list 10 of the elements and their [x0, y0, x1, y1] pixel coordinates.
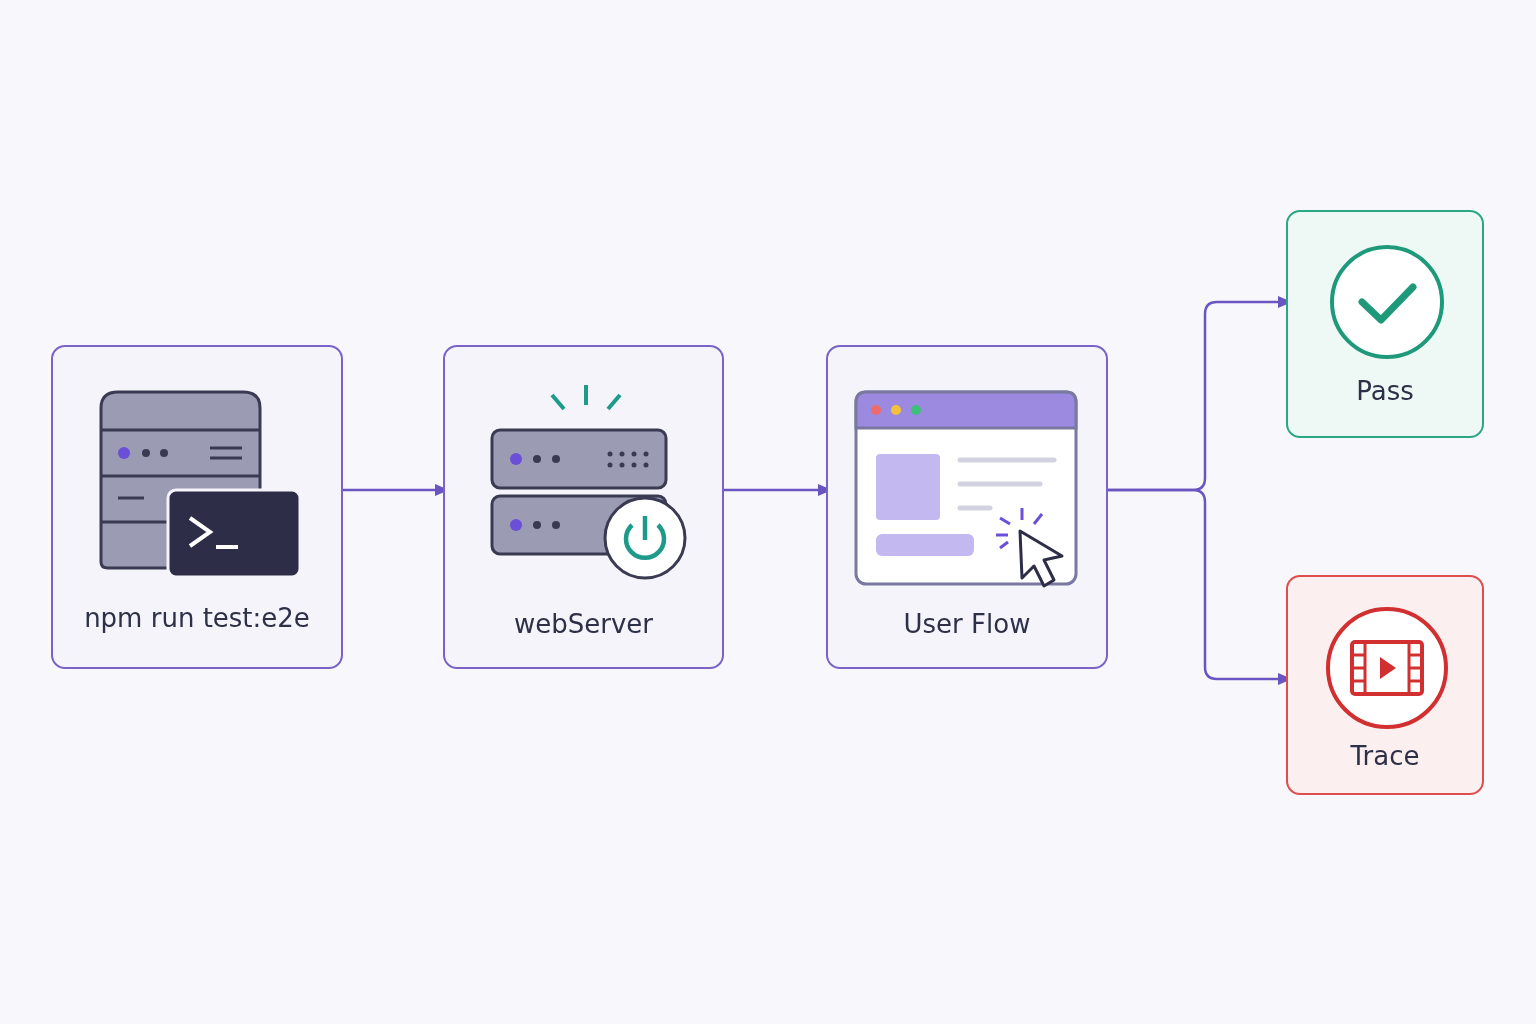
step-label: User Flow — [902, 609, 1032, 639]
step-label: npm run test:e2e — [83, 603, 311, 633]
step-card — [826, 345, 1108, 669]
step-card — [443, 345, 724, 669]
step-card — [1286, 575, 1484, 795]
step-card — [51, 345, 343, 669]
step-label: webServer — [513, 609, 654, 639]
step-label: Trace — [1349, 741, 1421, 771]
step-card — [1286, 210, 1484, 438]
step-label: Pass — [1355, 376, 1415, 406]
